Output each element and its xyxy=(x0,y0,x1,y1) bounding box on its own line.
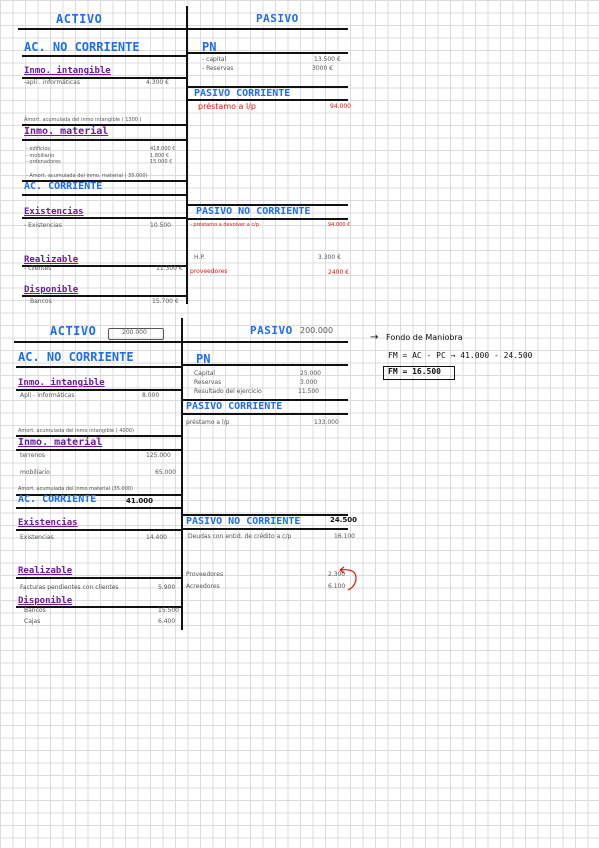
bottom-capital-value: 25.000 xyxy=(300,370,321,377)
top-existencias-value: 10.500 xyxy=(150,222,171,229)
top-realizable: Realizable xyxy=(24,255,79,265)
arrow-icon: → xyxy=(370,332,379,343)
top-prestamo-dev-label: - préstamo a devolver a c/p xyxy=(190,222,259,228)
top-ac-no-corriente: AC. NO CORRIENTE xyxy=(24,40,140,54)
bottom-prestamo-value: 133.000 xyxy=(314,419,339,426)
top-inmo-material: Inmo. material xyxy=(24,126,109,137)
bottom-deudas-label: Deudas con entid. de crédito a c/p xyxy=(188,533,292,540)
bottom-realizable: Realizable xyxy=(18,566,73,576)
top-divider xyxy=(186,6,188,304)
bottom-facturas-label: Facturas pendientes con clientes xyxy=(20,584,119,591)
note-result: FM = 16.500 xyxy=(388,367,441,376)
top-pn: PN xyxy=(202,40,217,54)
bottom-amort-intangible: Amort. acumulada del inmo intangible ( 4… xyxy=(18,428,134,434)
top-clientes-label: - clientes xyxy=(24,265,52,272)
top-prestamo-value: 94.000 xyxy=(330,103,351,110)
bottom-inmo-intangible: Inmo. intangible xyxy=(18,378,105,388)
bottom-activo-header: ACTIVO xyxy=(50,324,97,338)
top-reservas-label: - Reservas xyxy=(202,65,234,72)
top-existencias-label: - Existencias xyxy=(24,222,62,229)
bottom-app-value: 8.000 xyxy=(142,392,160,399)
bottom-cajas-value: 6.400 xyxy=(158,618,176,625)
bottom-pasivo-no-corriente: PASIVO NO CORRIENTE xyxy=(186,516,301,527)
bottom-reservas-value: 3.000 xyxy=(300,379,318,386)
bottom-resultado-value: 11.500 xyxy=(298,388,319,395)
top-capital-value: 13.500 € xyxy=(314,56,341,63)
bottom-deudas-value: 16.100 xyxy=(334,533,355,540)
bottom-activo-total: 200.000 xyxy=(122,329,147,336)
bottom-pn: PN xyxy=(196,352,211,366)
top-edificios-label: - edificios xyxy=(26,146,50,152)
top-pasivo-no-corriente: PASIVO NO CORRIENTE xyxy=(196,206,311,217)
bottom-ac-no-corriente: AC. NO CORRIENTE xyxy=(18,350,134,364)
top-pasivo-header: PASIVO xyxy=(256,12,299,25)
bottom-proveedores-label: Proveedores xyxy=(186,571,224,578)
top-activo-header: ACTIVO xyxy=(56,12,103,26)
bottom-app-label: Apli - informáticas xyxy=(20,392,75,399)
top-prestamo-label: préstamo a l/p xyxy=(198,102,256,111)
red-arrow-icon xyxy=(339,566,357,591)
bottom-pasivo-corriente: PASIVO CORRIENTE xyxy=(186,401,283,412)
bottom-mobiliario-label: mobiliario xyxy=(20,469,50,476)
bottom-ac-corriente-value: 41.000 xyxy=(126,497,154,505)
bottom-prestamo-label: préstamo a l/p xyxy=(186,419,230,426)
top-reservas-value: 3000 € xyxy=(312,65,333,72)
bottom-acreedores-value: 6.100 xyxy=(328,583,346,590)
note-title: Fondo de Maniobra xyxy=(386,333,463,342)
bottom-proveedores-value: 2.300 xyxy=(328,571,346,578)
top-pasivo-corriente: PASIVO CORRIENTE xyxy=(194,88,291,99)
top-amort-intangible: Amort. acumulada del inmo intangible ( 1… xyxy=(24,117,142,123)
top-amort-material: - Amort. acumulada del inmo. material ( … xyxy=(26,173,148,179)
note-formula: FM = AC - PC → 41.000 - 24.500 xyxy=(388,351,533,360)
top-mobiliario-label: - mobiliario xyxy=(26,153,55,159)
bottom-pasivo-header: PASIVO xyxy=(250,324,293,337)
top-capital-label: - capital xyxy=(202,56,227,63)
bottom-facturas-value: 5.900 xyxy=(158,584,176,591)
top-mobiliario-value: 1.800 € xyxy=(150,153,170,159)
bottom-bancos-label: Bancos xyxy=(24,607,46,614)
top-app-value: 4.300 € xyxy=(146,79,169,86)
bottom-pasivo-total: 200.000 xyxy=(300,326,334,335)
bottom-acreedores-label: Acreedores xyxy=(186,583,220,590)
bottom-capital-label: Capital xyxy=(194,370,216,377)
top-disponible: Disponible xyxy=(24,285,79,295)
bottom-bancos-value: 15.500 xyxy=(158,607,179,614)
bottom-ac-corriente: AC. CORRIENTE xyxy=(18,494,97,505)
bottom-mobiliario-value: 65.000 xyxy=(155,469,176,476)
bottom-resultado-label: Resultado del ejercicio xyxy=(194,388,262,395)
bottom-cajas-label: Cajas xyxy=(24,618,41,625)
bottom-existencias-label: Existencias xyxy=(20,534,54,541)
top-bancos-value: 15.700 € xyxy=(152,298,179,305)
top-hp-value: 3.300 € xyxy=(318,254,341,261)
top-inmo-intangible: Inmo. intangible xyxy=(24,66,111,76)
top-ordenadores-value: 15.000 € xyxy=(150,159,173,165)
top-clientes-value: 11.300 € xyxy=(156,265,183,272)
top-edificios-value: 418.000 € xyxy=(150,146,176,152)
top-proveedores-label: proveedores xyxy=(190,268,228,275)
top-ordenadores-label: - ordenadores xyxy=(26,159,61,165)
bottom-existencias: Existencias xyxy=(18,518,78,528)
bottom-pasivo-no-corriente-value: 24.500 xyxy=(330,516,358,524)
top-prestamo-dev-value: 94.000 € xyxy=(328,222,351,228)
top-bancos-label: Bancos xyxy=(30,298,52,305)
bottom-divider xyxy=(181,318,183,630)
bottom-terrenos-value: 125.000 xyxy=(146,452,171,459)
bottom-existencias-value: 14.400 xyxy=(146,534,167,541)
bottom-reservas-label: Reservas xyxy=(194,379,222,386)
top-existencias: Existencias xyxy=(24,207,84,217)
top-ac-corriente: AC. CORRIENTE xyxy=(24,181,103,192)
top-proveedores-value: 2400 € xyxy=(328,269,349,276)
bottom-disponible: Disponible xyxy=(18,596,73,606)
bottom-amort-material: Amort. acumulada del inmo material (35.0… xyxy=(18,486,134,492)
bottom-inmo-material: Inmo. material xyxy=(18,437,103,448)
top-app-label: -apli . informáticas xyxy=(24,79,80,86)
top-hp-label: H.P. xyxy=(194,254,205,261)
bottom-terrenos-label: terrenos xyxy=(20,452,46,459)
